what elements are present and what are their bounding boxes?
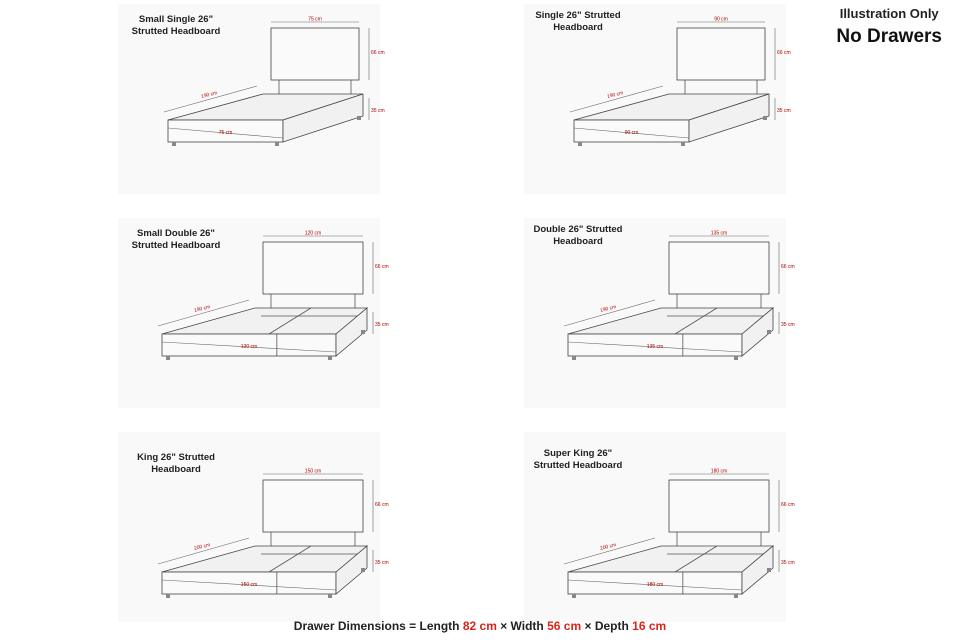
base-height-label: 35 cm: [375, 560, 389, 566]
headboard: [668, 479, 770, 533]
illustration-only-label: Illustration Only: [839, 6, 939, 21]
bed-diagram: 180 cm 66 cm 35 cm 200 cm 180 cm: [563, 469, 795, 598]
panel-title: Small Single 26"Strutted Headboard: [116, 14, 236, 38]
length-label: 200 cm: [600, 542, 617, 552]
head-width-label: 90 cm: [714, 17, 728, 23]
base-top: [567, 545, 775, 573]
head-height-label: 66 cm: [375, 264, 389, 270]
base-width-label: 135 cm: [647, 344, 663, 350]
base-height-label: 35 cm: [781, 560, 795, 566]
drawer-dimensions-caption: Drawer Dimensions = Length 82 cm × Width…: [0, 619, 960, 633]
no-drawers-label: No Drawers: [836, 26, 942, 47]
drawer-length-value: 82 cm: [462, 619, 497, 633]
base-width-label: 150 cm: [241, 582, 257, 588]
head-height-label: 66 cm: [375, 502, 389, 508]
headboard: [676, 27, 766, 81]
panel-title-line1: Small Single 26": [138, 14, 214, 25]
base-width-label: 75 cm: [219, 130, 233, 136]
panel-title-line1: Small Double 26": [137, 228, 215, 239]
base-width-label: 180 cm: [647, 582, 663, 588]
head-height-label: 66 cm: [777, 50, 791, 56]
base-top: [161, 545, 369, 573]
panel-title-line2: Headboard: [553, 22, 603, 33]
base-height-label: 35 cm: [371, 108, 385, 114]
drawer-dimensions-prefix: Drawer Dimensions = Length: [293, 619, 463, 633]
base-side: [282, 93, 364, 143]
base-top: [161, 307, 369, 335]
panel-title-line1: Single 26" Strutted: [535, 10, 621, 21]
bed-panel-super-king: Super King 26"Strutted Headboard 180 cm 66…: [524, 432, 795, 622]
drawer-depth-sep: × Depth: [581, 619, 633, 633]
panel-title-line1: Double 26" Strutted: [533, 224, 623, 235]
length-label: 190 cm: [201, 90, 218, 100]
panel-title-line1: Super King 26": [543, 448, 613, 459]
drawer-depth-value: 16 cm: [632, 619, 667, 633]
headboard: [262, 241, 364, 295]
length-label: 190 cm: [194, 304, 211, 314]
panel-title-line2: Headboard: [553, 236, 603, 247]
bed-diagram: 75 cm 66 cm 35 cm 190 cm 75 cm: [163, 17, 385, 146]
drawer-width-sep: × Width: [496, 619, 548, 633]
illustration-note: Illustration Only No Drawers: [836, 6, 942, 50]
bed-diagram: 135 cm 66 cm 35 cm 190 cm 135 cm: [563, 231, 795, 360]
headboard: [668, 241, 770, 295]
head-width-label: 135 cm: [711, 231, 727, 237]
head-width-label: 120 cm: [305, 231, 321, 237]
base-width-label: 90 cm: [625, 130, 639, 136]
bed-diagram: 90 cm 66 cm 35 cm 190 cm 90 cm: [569, 17, 791, 146]
base-height-label: 35 cm: [781, 322, 795, 328]
head-height-label: 66 cm: [781, 264, 795, 270]
base-side: [741, 545, 774, 595]
panel-title-line2: Strutted Headboard: [131, 240, 221, 251]
bed-diagram: 150 cm 66 cm 35 cm 200 cm 150 cm: [157, 469, 389, 598]
headboard: [270, 27, 360, 81]
panel-title-line1: King 26" Strutted: [137, 452, 215, 463]
panel-title: Small Double 26"Strutted Headboard: [116, 228, 236, 252]
base-width-label: 120 cm: [241, 344, 257, 350]
panel-title-line2: Strutted Headboard: [533, 460, 623, 471]
bed-diagram: 120 cm 66 cm 35 cm 190 cm 120 cm: [157, 231, 389, 360]
length-label: 190 cm: [600, 304, 617, 314]
panel-title-line2: Strutted Headboard: [131, 26, 221, 37]
base-side: [741, 307, 774, 357]
drawer-width-value: 56 cm: [547, 619, 582, 633]
length-label: 190 cm: [607, 90, 624, 100]
base-height-label: 35 cm: [375, 322, 389, 328]
head-width-label: 150 cm: [305, 469, 321, 475]
panel-title-line2: Headboard: [151, 464, 201, 475]
headboard: [262, 479, 364, 533]
panel-title: Super King 26"Strutted Headboard: [518, 448, 638, 472]
head-height-label: 66 cm: [781, 502, 795, 508]
head-width-label: 180 cm: [711, 469, 727, 475]
length-label: 200 cm: [194, 542, 211, 552]
head-height-label: 66 cm: [371, 50, 385, 56]
head-width-label: 75 cm: [308, 17, 322, 23]
base-top: [567, 307, 775, 335]
bed-panel-small-single: Small Single 26"Strutted Headboard 75 cm 6…: [116, 4, 385, 194]
base-side: [335, 307, 368, 357]
base-height-label: 35 cm: [777, 108, 791, 114]
base-side: [688, 93, 770, 143]
base-side: [335, 545, 368, 595]
